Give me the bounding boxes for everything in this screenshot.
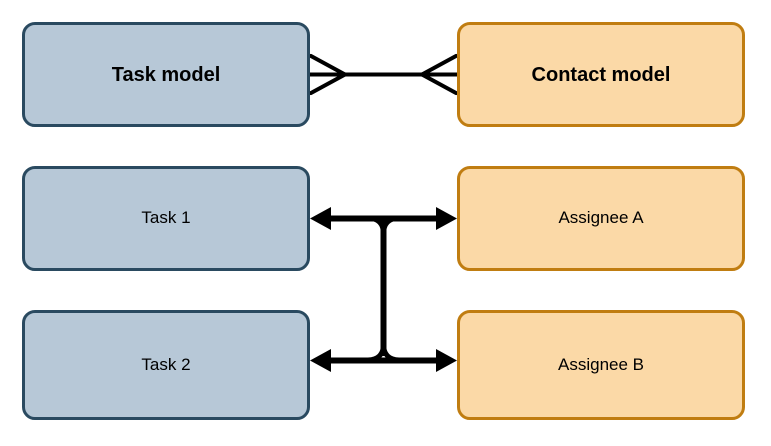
arrowhead-icon-left-task2	[310, 349, 331, 372]
node-label-assignee-a: Assignee A	[558, 208, 644, 228]
arrowhead-icon-left-task1	[310, 207, 331, 230]
node-label-task-model: Task model	[111, 63, 221, 86]
arrowhead-icon-right-assignee-a	[436, 207, 457, 230]
join-fillet-top-right	[381, 215, 400, 235]
edge-task2-assignee-b	[310, 349, 457, 372]
crows-foot-icon-right	[420, 54, 458, 95]
node-label-contact-model: Contact model	[531, 63, 671, 86]
node-assignee-b[interactable]: Assignee B	[457, 310, 745, 420]
join-fillet-bottom-right	[381, 343, 400, 363]
crows-foot-icon-left	[309, 54, 347, 95]
node-label-task-1: Task 1	[141, 208, 191, 228]
node-task-model[interactable]: Task model	[22, 22, 310, 127]
join-fillet-top-left	[367, 215, 386, 235]
node-label-assignee-b: Assignee B	[558, 354, 644, 374]
arrowhead-icon-right-assignee-b	[436, 349, 457, 372]
join-fillet-bottom-left	[367, 343, 386, 363]
node-assignee-a[interactable]: Assignee A	[457, 166, 745, 271]
node-task-1[interactable]: Task 1	[22, 166, 310, 271]
node-contact-model[interactable]: Contact model	[457, 22, 745, 127]
edge-model-relationship	[309, 54, 458, 95]
node-task-2[interactable]: Task 2	[22, 310, 310, 420]
node-label-task-2: Task 2	[141, 354, 191, 374]
edge-instance-link	[367, 215, 400, 363]
edge-task1-assignee-a	[310, 207, 457, 230]
